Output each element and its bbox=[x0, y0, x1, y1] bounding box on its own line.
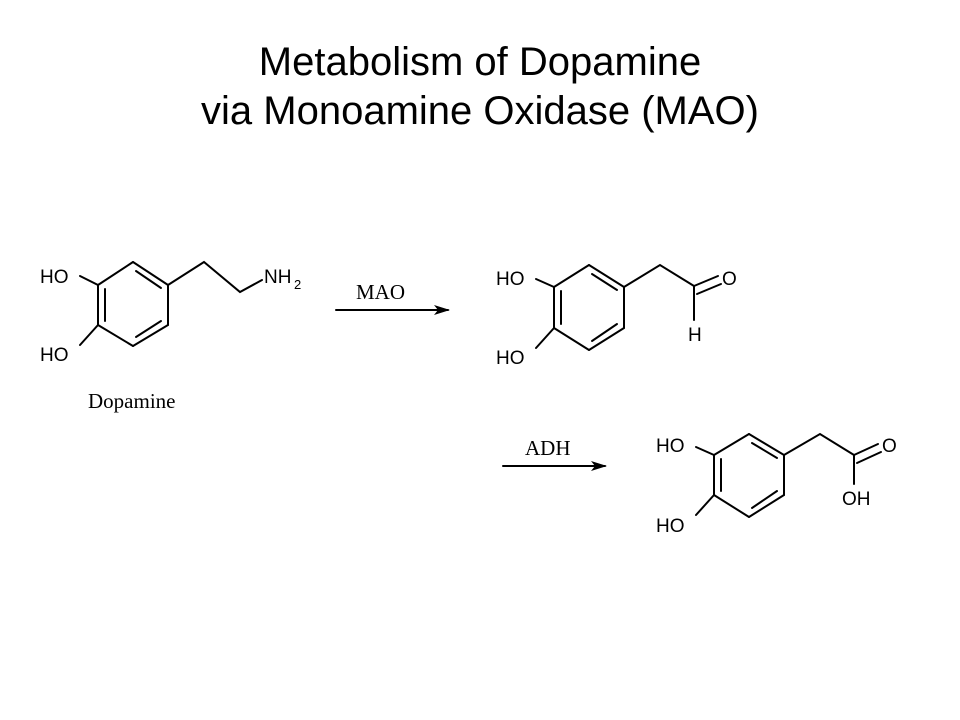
dopamine-amine-subscript: 2 bbox=[294, 277, 301, 292]
aldehyde-carbonyl-bond-1 bbox=[693, 275, 719, 287]
dopamine-ho-bottom: HO bbox=[40, 345, 69, 366]
dopamine-molecule: HO HO NH 2 Dopamine bbox=[40, 260, 301, 413]
slide-title: Metabolism of Dopamine via Monoamine Oxi… bbox=[0, 38, 960, 136]
aldehyde-side-chain bbox=[623, 263, 695, 288]
acid-ring bbox=[713, 433, 785, 518]
aldehyde-molecule: HO HO O H bbox=[496, 263, 737, 369]
acid-molecule: HO HO O OH bbox=[656, 432, 897, 537]
acid-carbonyl-bond-2 bbox=[856, 451, 882, 464]
acid-ho-bottom-bond bbox=[695, 494, 715, 516]
adh-arrow: ADH bbox=[502, 436, 607, 471]
acid-ho-bottom: HO bbox=[656, 516, 685, 537]
mao-arrow: MAO bbox=[335, 280, 450, 315]
dopamine-name: Dopamine bbox=[88, 389, 175, 413]
aldehyde-carbonyl-bond-2 bbox=[696, 283, 722, 295]
dopamine-side-chain bbox=[167, 260, 263, 294]
acid-side-chain bbox=[783, 432, 855, 456]
dopamine-ring bbox=[97, 261, 169, 347]
acid-ho-top-bond bbox=[695, 446, 715, 456]
acid-oxygen: O bbox=[882, 436, 897, 457]
aldehyde-oxygen: O bbox=[722, 269, 737, 290]
acid-carbonyl-bond-1 bbox=[853, 443, 879, 456]
dopamine-amine: NH bbox=[264, 267, 291, 288]
dopamine-ho-top-bond bbox=[79, 275, 99, 286]
mao-label: MAO bbox=[356, 280, 405, 304]
aldehyde-ho-top: HO bbox=[496, 269, 525, 290]
aldehyde-ho-bottom-bond bbox=[535, 327, 555, 349]
aldehyde-hydrogen: H bbox=[688, 325, 702, 346]
dopamine-ho-bottom-bond bbox=[79, 324, 99, 346]
dopamine-ho-top: HO bbox=[40, 267, 69, 288]
acid-ho-top: HO bbox=[656, 436, 685, 457]
aldehyde-ho-bottom: HO bbox=[496, 348, 525, 369]
aldehyde-ho-top-bond bbox=[535, 278, 555, 288]
aldehyde-ring bbox=[553, 264, 625, 351]
title-line-2: via Monoamine Oxidase (MAO) bbox=[201, 89, 759, 133]
adh-label: ADH bbox=[525, 436, 571, 460]
acid-hydroxyl: OH bbox=[842, 489, 871, 510]
title-line-1: Metabolism of Dopamine bbox=[258, 40, 702, 84]
